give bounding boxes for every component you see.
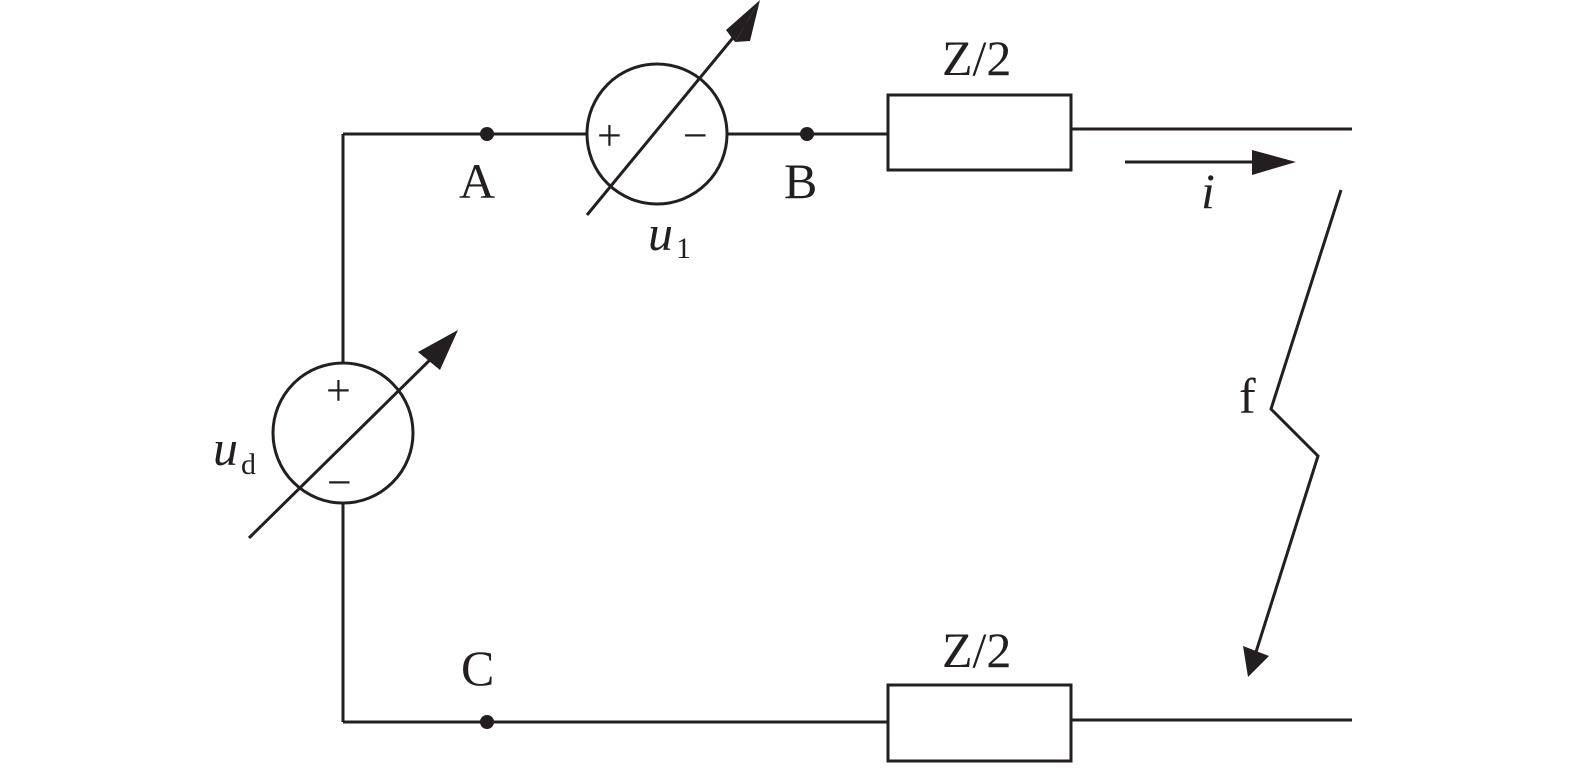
fault-zigzag	[1254, 189, 1343, 653]
source-u1: + −	[585, 0, 760, 216]
current-arrowhead	[1252, 150, 1296, 175]
source-u1-variable-arrow	[585, 21, 748, 216]
node-b-label: B	[784, 153, 817, 209]
source-ud-circle	[271, 361, 415, 505]
source-ud-subscript: d	[241, 448, 256, 481]
source-ud-plus: +	[326, 366, 351, 415]
fault-label: f	[1239, 368, 1256, 424]
source-ud-arrowhead	[418, 330, 458, 370]
source-u1-symbol: u	[648, 205, 673, 261]
source-u1-subscript: 1	[676, 232, 691, 265]
source-u1-plus: +	[597, 111, 622, 160]
fault-arrow	[1243, 189, 1343, 677]
impedance-top	[886, 93, 1073, 172]
source-ud: + −	[247, 330, 458, 540]
current-arrow	[1125, 150, 1296, 175]
source-ud-symbol: u	[213, 420, 238, 476]
node-c-label: C	[461, 640, 494, 696]
node-a-label: A	[459, 153, 495, 209]
source-ud-minus: −	[327, 458, 352, 507]
source-ud-variable-arrow	[247, 348, 442, 540]
fault-arrowhead	[1243, 646, 1269, 677]
node-c-dot	[480, 715, 494, 729]
impedance-bottom	[886, 683, 1073, 763]
impedance-top-label: Z/2	[942, 30, 1011, 86]
source-u1-arrowhead-left	[726, 0, 760, 42]
current-label: i	[1201, 163, 1215, 219]
node-b-dot	[800, 127, 814, 141]
impedance-bottom-label: Z/2	[942, 622, 1011, 678]
node-a-dot	[480, 127, 494, 141]
source-u1-circle	[585, 62, 729, 206]
source-u1-minus: −	[683, 111, 708, 160]
